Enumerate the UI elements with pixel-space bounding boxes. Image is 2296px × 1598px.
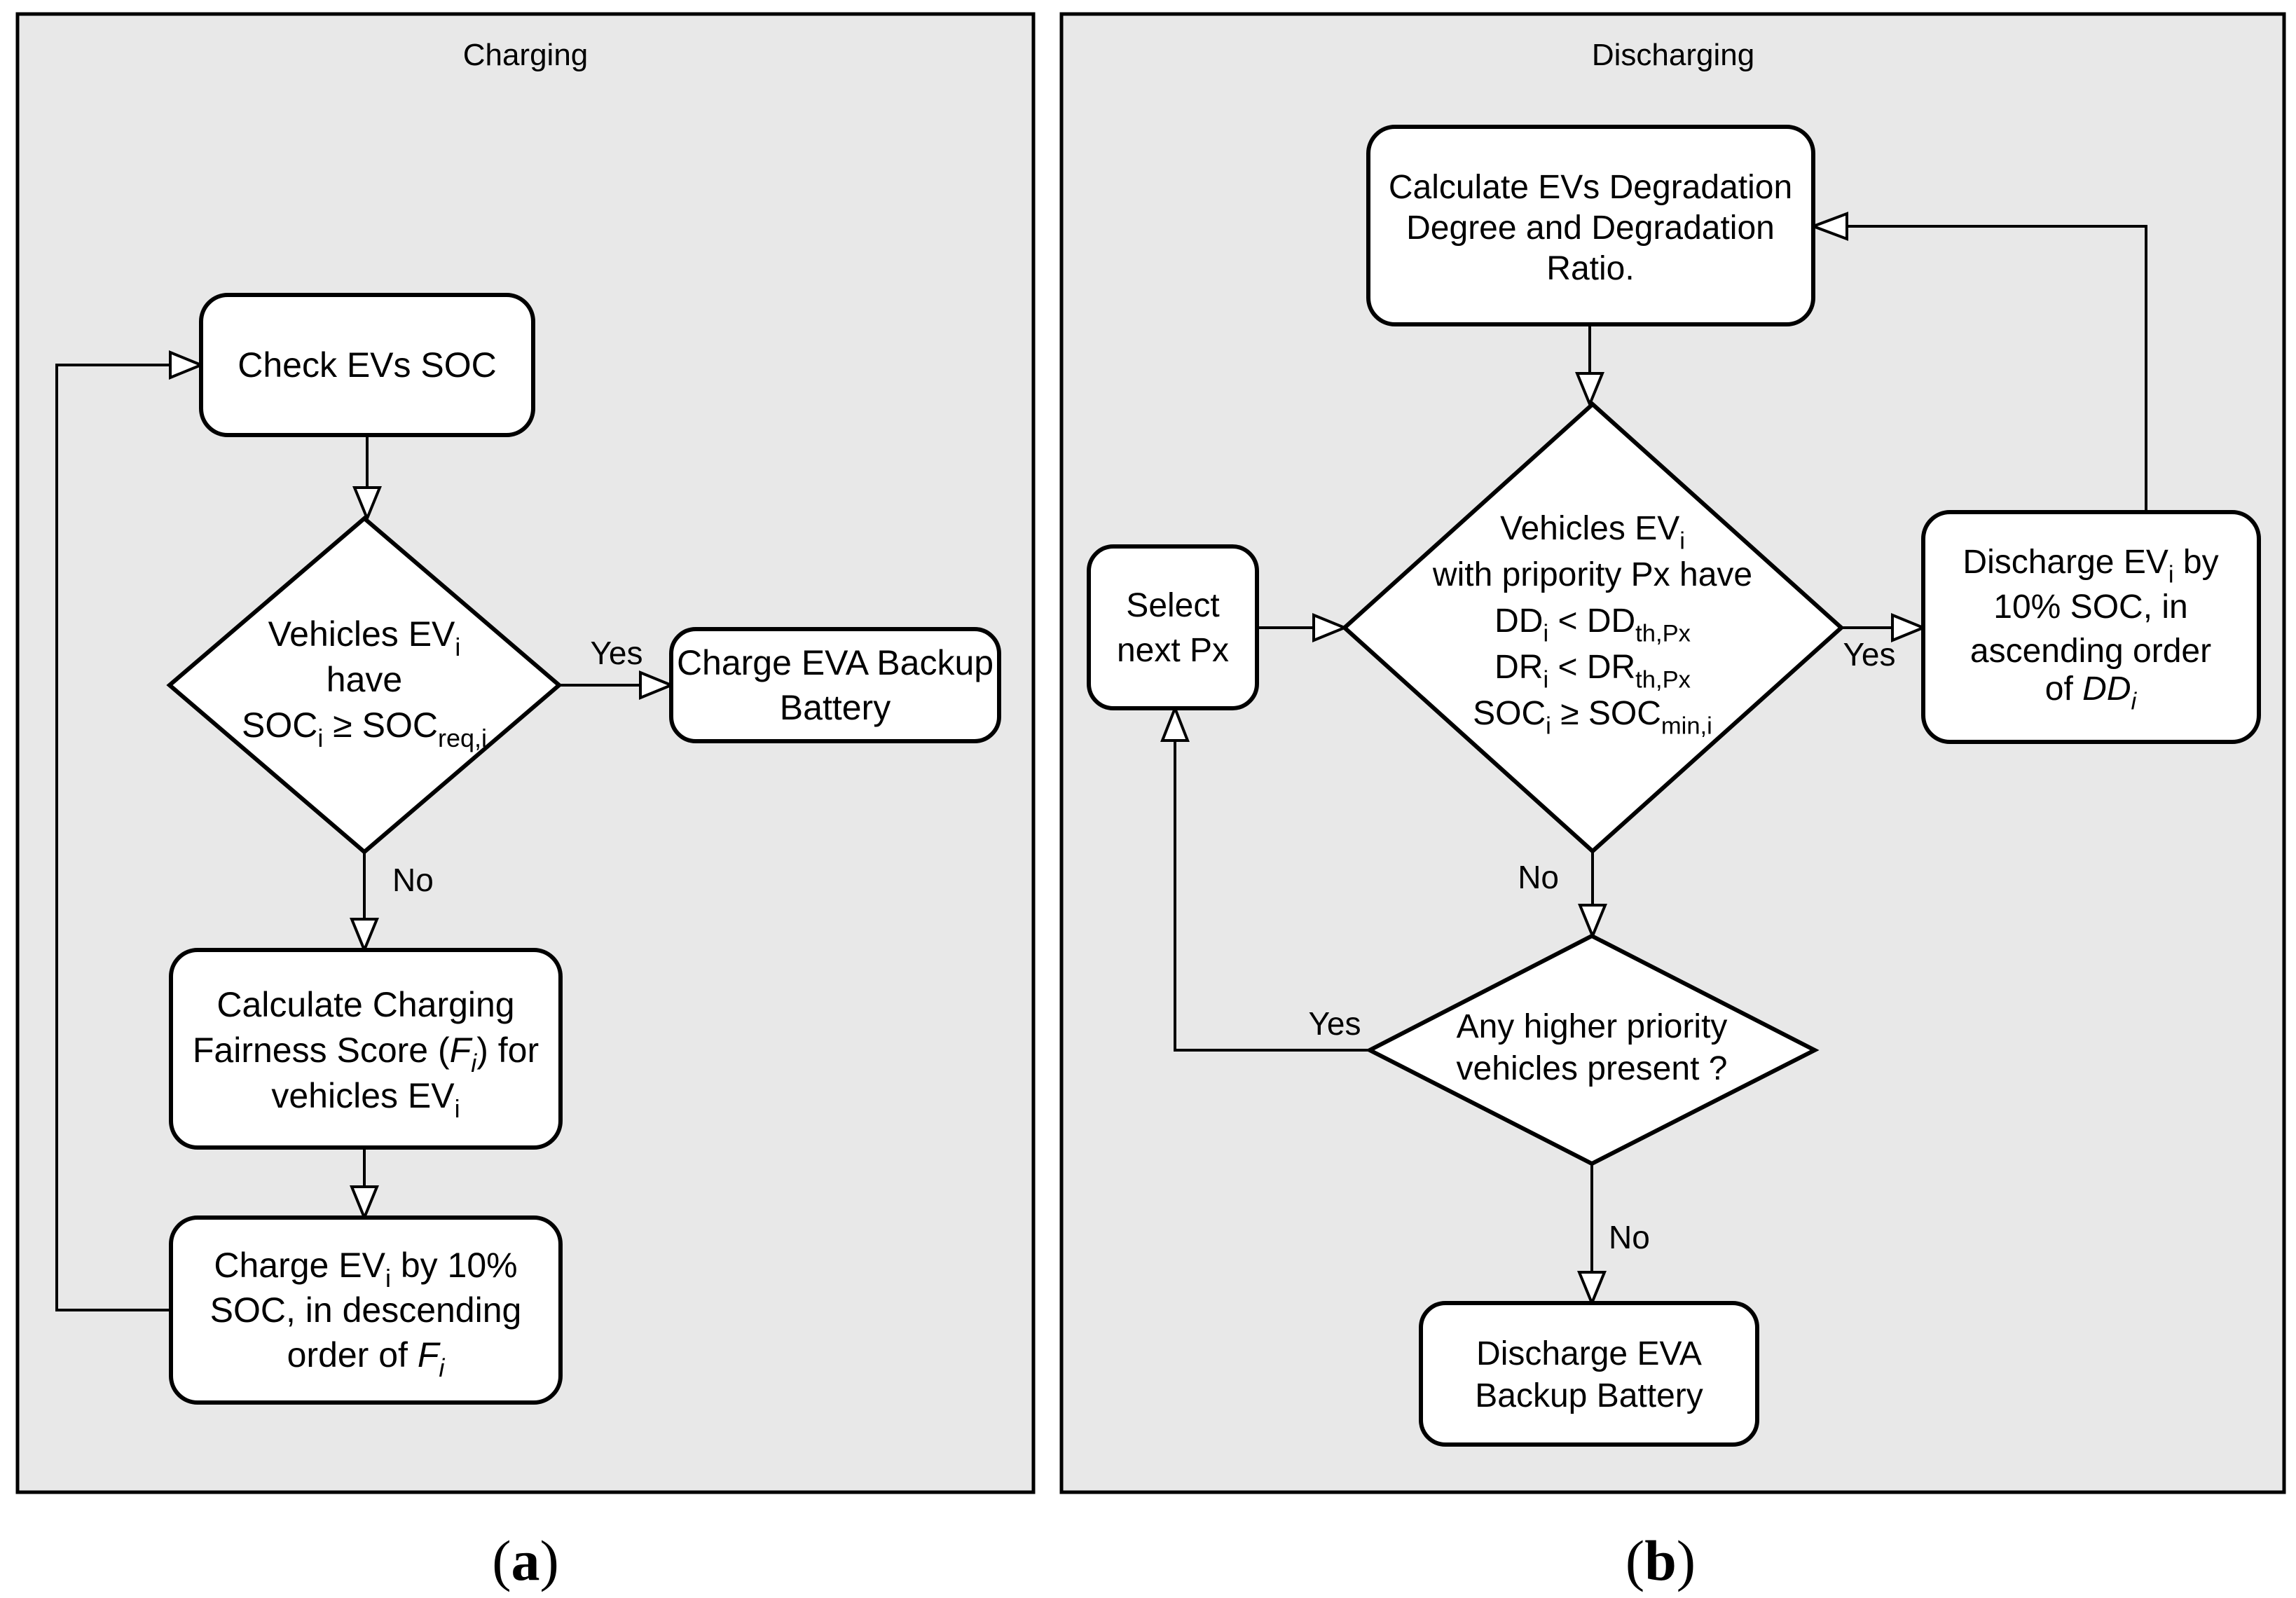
- label-yes-select: Yes: [1308, 1005, 1361, 1042]
- arrowhead-into-backup: [639, 670, 675, 700]
- node-priority-decision-diamond: [1341, 401, 1845, 855]
- arrowhead-into-charge10: [350, 1185, 379, 1222]
- node-charge-eva-backup: [669, 627, 1001, 743]
- node-calc-fairness: [169, 948, 563, 1150]
- arrowhead-into-discharge: [1891, 613, 1927, 642]
- arrowhead-into-select: [1160, 704, 1190, 742]
- node-soc-decision-diamond: [166, 516, 563, 855]
- calc-fairness-line-2: Fairness Score (Fi) for: [193, 1031, 539, 1077]
- arrowhead-into-calc: [1809, 212, 1848, 241]
- charge-eva-backup-line-1: Charge EVA Backup: [677, 643, 994, 682]
- charge-eva-backup-line-2: Battery: [780, 688, 891, 727]
- discharge-eva-backup-line-2: Backup Battery: [1475, 1377, 1703, 1414]
- charge-by-10-line-1: Charge EVi by 10%: [214, 1246, 517, 1293]
- node-check-evs-soc-label: Check EVs SOC: [238, 345, 497, 385]
- discharging-panel-title: Discharging: [1592, 38, 1754, 72]
- arrowhead-into-backup-r: [1577, 1271, 1607, 1307]
- priority-decision-line-1: Vehicles EVi: [1500, 510, 1685, 554]
- soc-decision-line-1: Vehicles EVi: [268, 614, 461, 661]
- label-no-down: No: [1518, 859, 1559, 895]
- arrowhead-into-fairness: [350, 918, 379, 954]
- edge-charge10-loop-to-check: [55, 364, 171, 1311]
- soc-decision-line-2: have: [326, 660, 402, 699]
- soc-decision-line-3: SOCi ≥ SOCreq,i: [242, 705, 487, 752]
- discharge-ev-line-2: 10% SOC, in: [1993, 588, 2187, 626]
- label-yes-discharge: Yes: [1843, 636, 1895, 673]
- select-next-px-line-1: Select: [1126, 587, 1219, 624]
- label-yes-charging: Yes: [590, 635, 642, 671]
- higher-priority-line-1: Any higher priority: [1457, 1008, 1728, 1045]
- discharge-ev-line-1: Discharge EVi by: [1962, 544, 2218, 588]
- calc-fairness-line-3: vehicles EVi: [271, 1076, 460, 1123]
- charge-by-10-line-2: SOC, in descending: [210, 1290, 522, 1330]
- label-no-bottom: No: [1609, 1219, 1650, 1255]
- charge-by-10-line-3: order of Fi: [287, 1335, 446, 1382]
- node-check-evs-soc: [199, 293, 535, 437]
- discharge-eva-backup-line-1: Discharge EVA: [1476, 1335, 1702, 1372]
- arrowhead-into-higher: [1578, 904, 1607, 940]
- node-select-next-px: [1087, 544, 1259, 710]
- caption-a: (a): [492, 1529, 559, 1592]
- node-higher-priority-diamond: [1365, 933, 1820, 1166]
- calc-degradation-line-1: Calculate EVs Degradation: [1389, 169, 1792, 206]
- caption-b: (b): [1625, 1529, 1696, 1592]
- calc-degradation-line-2: Degree and Degradation: [1406, 209, 1775, 247]
- charging-panel: Charging Check EVs SOC Vehicles EVi have…: [15, 12, 1036, 1592]
- discharge-ev-line-3: ascending order: [1970, 633, 2211, 670]
- node-discharge-eva-backup: [1419, 1301, 1759, 1447]
- edge-discharge-loop-to-calc: [1847, 225, 2147, 512]
- node-discharge-ev: [1921, 510, 2261, 744]
- discharge-ev-line-4: of DDi: [2045, 670, 2138, 715]
- priority-decision-line-4: DRi < DRth,Px: [1494, 649, 1691, 693]
- discharging-panel: Discharging Calculate EVs Degradation De…: [1059, 12, 2286, 1592]
- label-no-charging: No: [392, 862, 434, 898]
- edge-higher-yes-to-select: [1174, 741, 1370, 1052]
- arrowhead-into-decision-left: [1312, 613, 1349, 642]
- select-next-px-line-2: next Px: [1117, 632, 1229, 669]
- calc-degradation-line-3: Ratio.: [1546, 250, 1634, 287]
- node-charge-by-10: [169, 1215, 563, 1405]
- priority-decision-line-3: DDi < DDth,Px: [1494, 602, 1691, 647]
- priority-decision-line-2: with pripority Px have: [1432, 556, 1752, 593]
- node-calc-degradation: [1366, 125, 1815, 326]
- arrowhead-into-decision-r: [1575, 372, 1604, 408]
- calc-fairness-line-1: Calculate Charging: [216, 985, 514, 1024]
- higher-priority-line-2: vehicles present ?: [1457, 1050, 1728, 1087]
- priority-decision-line-5: SOCi ≥ SOCmin,i: [1473, 695, 1712, 739]
- charging-panel-title: Charging: [463, 38, 589, 72]
- arrowhead-into-check: [169, 350, 205, 380]
- arrowhead-into-decision: [352, 486, 382, 523]
